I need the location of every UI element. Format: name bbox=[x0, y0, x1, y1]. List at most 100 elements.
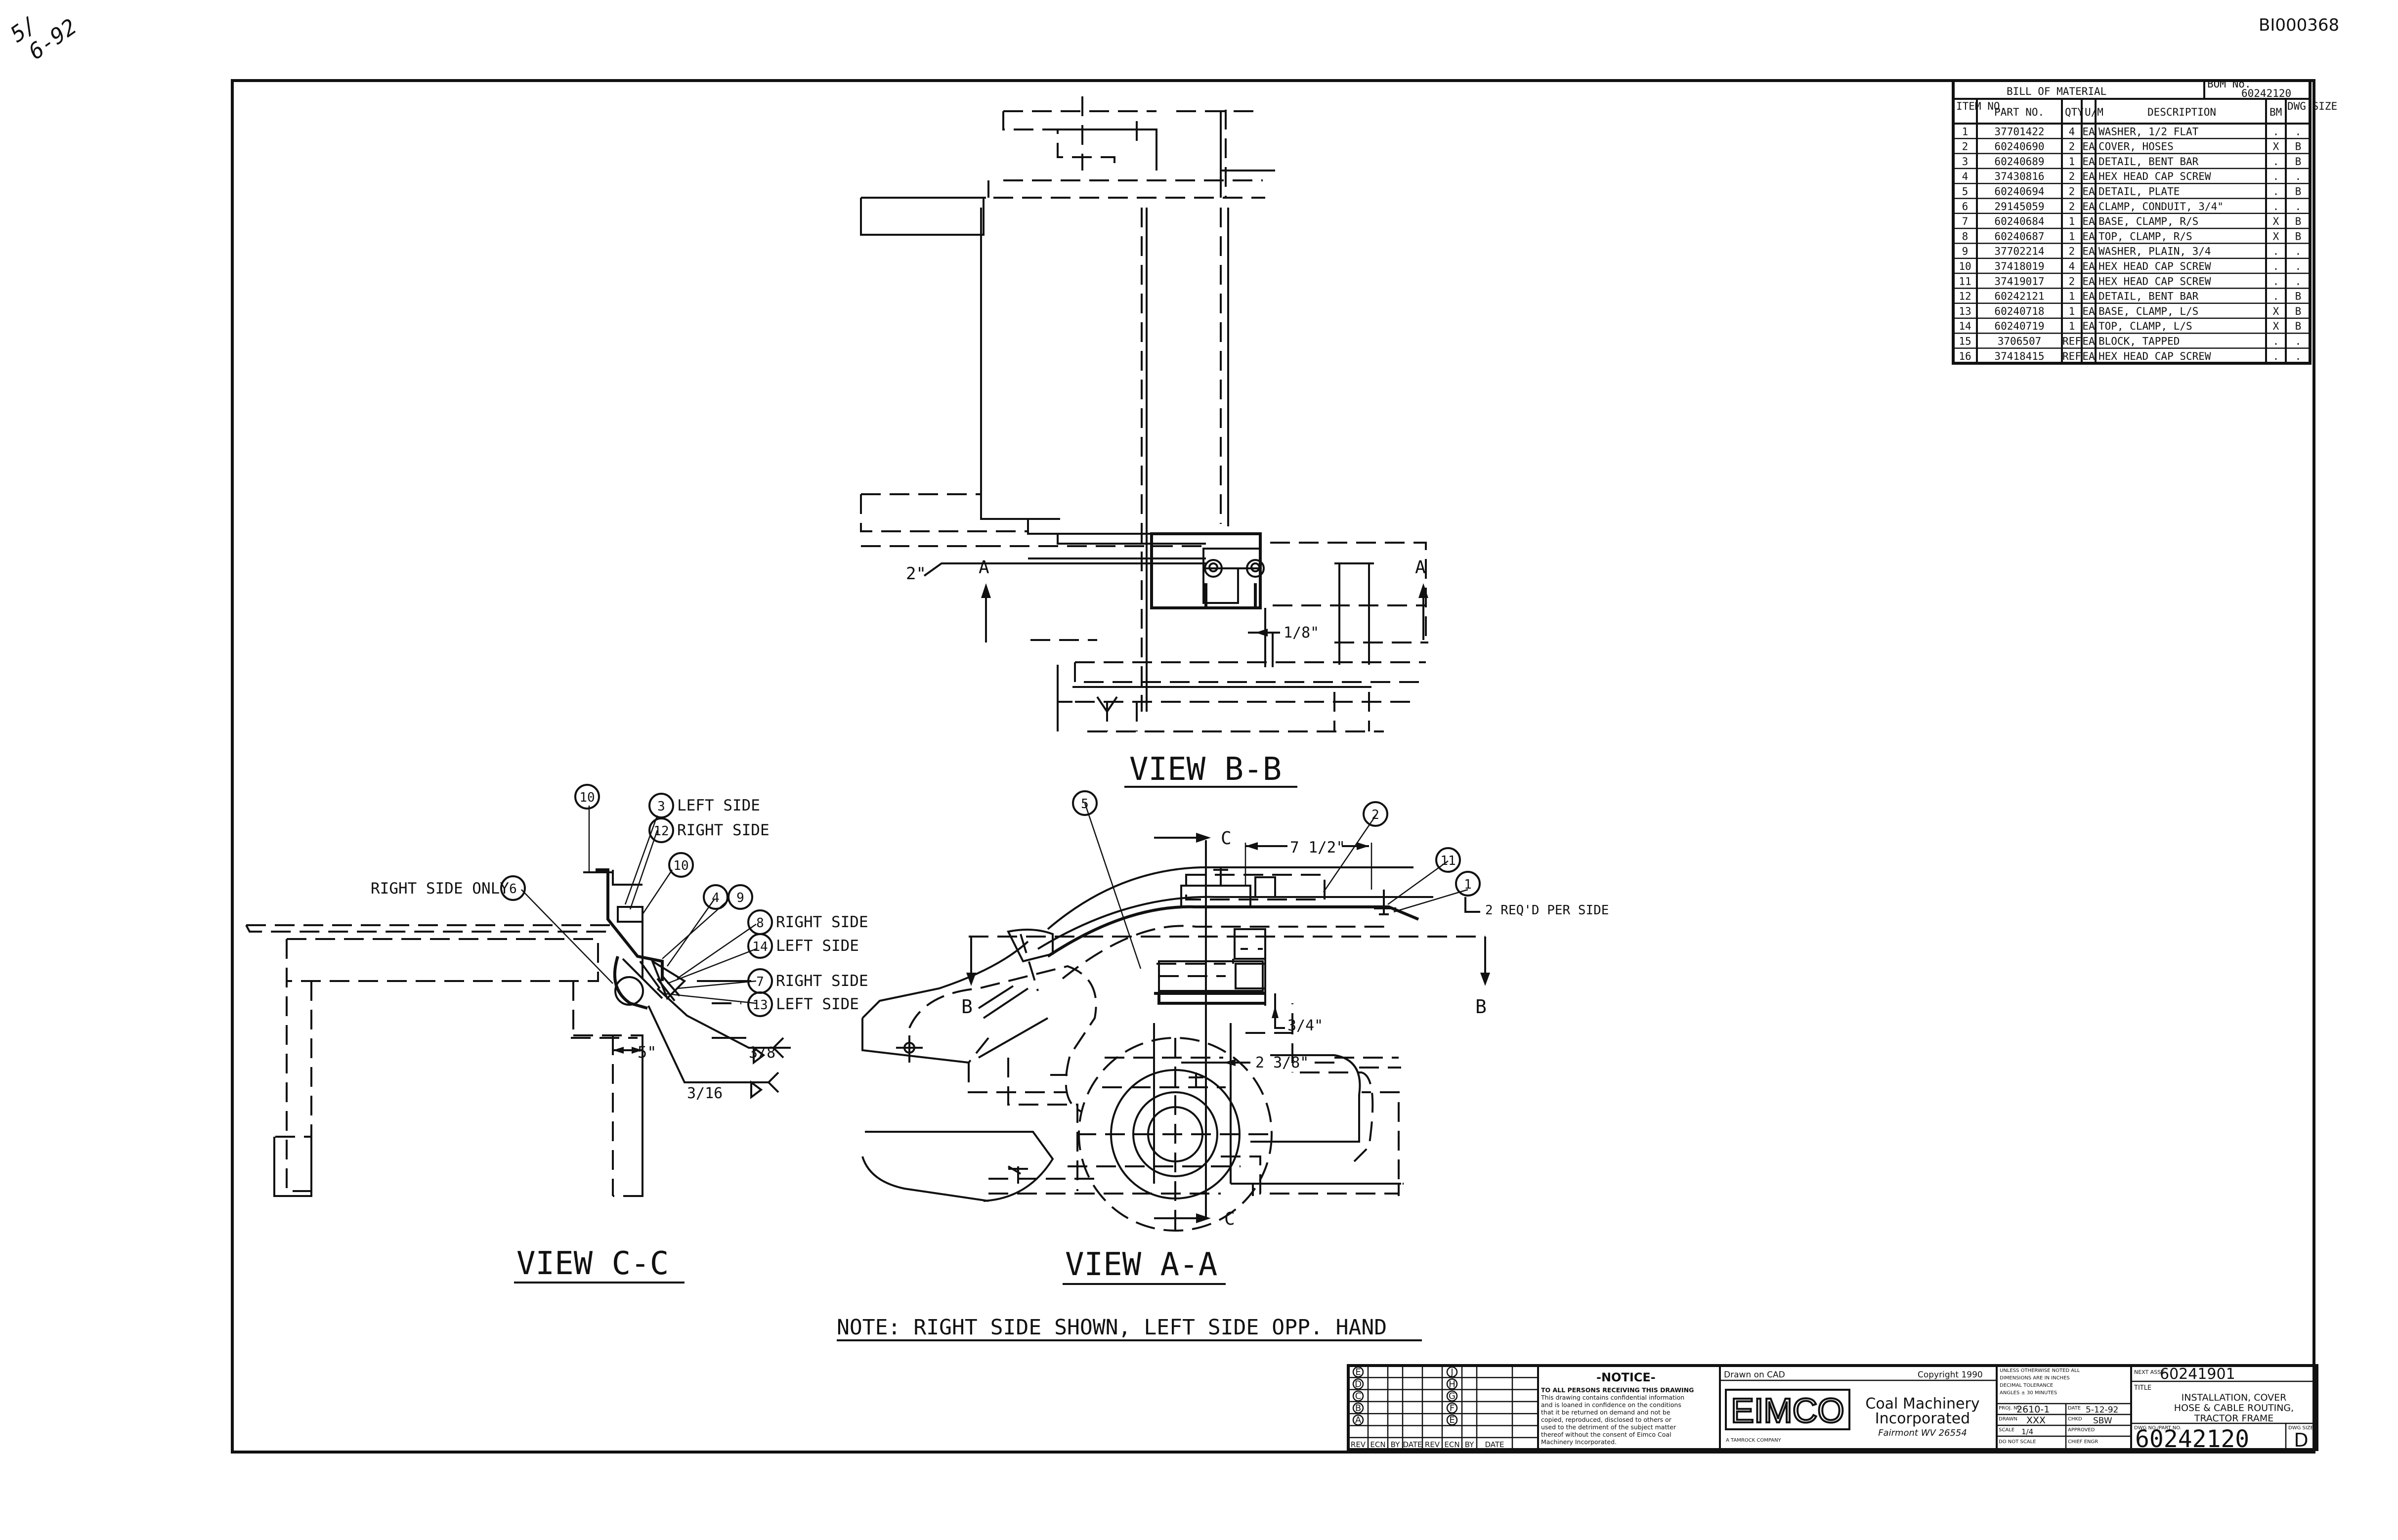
rev-letter: C bbox=[1355, 1391, 1362, 1402]
dwg-no: 60242120 bbox=[2135, 1425, 2249, 1453]
bom-cell: . bbox=[2273, 156, 2279, 168]
title-line-2: HOSE & CABLE ROUTING, bbox=[2174, 1403, 2294, 1413]
balloon-1 bbox=[1455, 871, 1481, 897]
bom-cell: 60240689 bbox=[1994, 156, 2044, 168]
bom-cell: 2 bbox=[2069, 275, 2075, 287]
bom-cell: EA bbox=[2082, 320, 2095, 332]
bom-cell: . bbox=[2295, 275, 2302, 287]
bom-cell: EA bbox=[2082, 215, 2095, 227]
next-assy-label: NEXT ASSY. bbox=[2134, 1369, 2165, 1375]
rev-letter-circle bbox=[1352, 1414, 1364, 1426]
scale: 1/4 bbox=[2021, 1427, 2033, 1436]
bom-cell: 5 bbox=[1962, 186, 1969, 198]
bom-cell: X bbox=[2273, 305, 2279, 317]
dim-2-3-8: 2 3/8" bbox=[1255, 1054, 1309, 1071]
bom-h-bm: BM bbox=[2270, 106, 2282, 118]
callout-14-left-side: LEFT SIDE bbox=[776, 937, 859, 955]
bom-cell: 1 bbox=[2069, 291, 2075, 302]
balloon-11-label: 11 bbox=[1440, 854, 1456, 868]
balloon-10-mid-label: 10 bbox=[673, 858, 688, 873]
next-assy: 60241901 bbox=[2160, 1366, 2235, 1383]
bom-column-dividers bbox=[1976, 99, 2287, 363]
bom-cell: 29145059 bbox=[1994, 201, 2044, 213]
bom-cell: 13 bbox=[1959, 305, 1971, 317]
balloon-12-label: 12 bbox=[653, 824, 669, 839]
bom-cell: 10 bbox=[1959, 260, 1971, 272]
notice-line: TO ALL PERSONS RECEIVING THIS DRAWING bbox=[1541, 1386, 1694, 1394]
bom-cell: 60240718 bbox=[1994, 305, 2044, 317]
bom-cell: COVER, HOSES bbox=[2098, 141, 2174, 153]
callout-right-side-only: RIGHT SIDE ONLY bbox=[371, 880, 509, 898]
bom-cell: DETAIL, BENT BAR bbox=[2098, 156, 2199, 168]
bom-cell: EA bbox=[2082, 141, 2095, 153]
company-city: Fairmont WV 26554 bbox=[1878, 1428, 1967, 1438]
note-2-reqd-per-side: 2 REQ'D PER SIDE bbox=[1485, 903, 1609, 918]
view-aa-title: VIEW A-A bbox=[1065, 1246, 1217, 1283]
scale-label: SCALE bbox=[1999, 1427, 2014, 1433]
tolerance-line: DIMENSIONS ARE IN INCHES bbox=[2000, 1375, 2070, 1381]
rev-letter-circle bbox=[1352, 1366, 1364, 1378]
bom-cell: . bbox=[2273, 126, 2279, 137]
rev-letter-circle bbox=[1352, 1402, 1364, 1414]
balloon-10-mid bbox=[668, 852, 694, 878]
bom-cell: . bbox=[2295, 260, 2302, 272]
bom-cell: EA bbox=[2082, 291, 2095, 302]
balloon-9 bbox=[728, 884, 753, 910]
dim-eighth: 1/8" bbox=[1284, 624, 1319, 642]
bom-cell: TOP, CLAMP, R/S bbox=[2098, 230, 2192, 242]
rev-letter-circle bbox=[1352, 1378, 1364, 1390]
bom-cell: HEX HEAD CAP SCREW bbox=[2098, 350, 2211, 362]
subsidiary: A TAMROCK COMPANY bbox=[1726, 1438, 1782, 1443]
bom-h-part: PART NO. bbox=[1994, 106, 2044, 118]
balloon-13-label: 13 bbox=[752, 998, 768, 1013]
bom-cell: . bbox=[2273, 275, 2279, 287]
bom-cell: EA bbox=[2082, 350, 2095, 362]
bom-h-size: DWG SIZE bbox=[2287, 100, 2337, 112]
notice-lines: TO ALL PERSONS RECEIVING THIS DRAWINGThi… bbox=[1541, 1386, 1694, 1446]
approved-label: APPROVED bbox=[2068, 1427, 2095, 1433]
rev-header: DATE bbox=[1403, 1440, 1422, 1449]
rev-header: ECN bbox=[1370, 1440, 1385, 1449]
balloon-10-top-label: 10 bbox=[579, 790, 595, 805]
bom-cell: . bbox=[2273, 186, 2279, 198]
bom-cell: . bbox=[2273, 336, 2279, 347]
bom-cell: B bbox=[2295, 156, 2302, 168]
bom-cell: EA bbox=[2082, 246, 2095, 257]
bom-cell: EA bbox=[2082, 275, 2095, 287]
rev-header: BY bbox=[1391, 1440, 1400, 1449]
bom-cell: HEX HEAD CAP SCREW bbox=[2098, 171, 2211, 182]
view-bb-title: VIEW B-B bbox=[1129, 751, 1282, 788]
bom-cell: B bbox=[2295, 141, 2302, 153]
proj-label: PROJ. NO. bbox=[1999, 1406, 2022, 1411]
dim-3-4: 3/4" bbox=[1287, 1017, 1323, 1034]
bom-cell: . bbox=[2295, 246, 2302, 257]
section-b-right: B bbox=[1475, 996, 1487, 1018]
bom-cell: . bbox=[2273, 350, 2279, 362]
bom-cell: EA bbox=[2082, 336, 2095, 347]
balloon-9-label: 9 bbox=[736, 891, 744, 905]
bom-cell: REF bbox=[2062, 350, 2081, 362]
section-c-top: C bbox=[1221, 828, 1232, 849]
callout-3-left-side: LEFT SIDE bbox=[677, 797, 760, 814]
drawn-label: DRAWN bbox=[1999, 1416, 2017, 1422]
bom-cell: 2 bbox=[2069, 141, 2075, 153]
balloon-8-label: 8 bbox=[756, 916, 764, 931]
bom-cell: B bbox=[2295, 291, 2302, 302]
bom-cell: EA bbox=[2082, 186, 2095, 198]
bom-cell: . bbox=[2273, 201, 2279, 213]
bom-cell: 3 bbox=[1962, 156, 1969, 168]
title-line-1: INSTALLATION, COVER bbox=[2182, 1392, 2287, 1403]
bom-cell: B bbox=[2295, 305, 2302, 317]
rev-letter-2-circle bbox=[1446, 1366, 1458, 1378]
weld-3-16: 3/16 bbox=[687, 1085, 723, 1102]
corner-handwritten-note: 5/ 6-92 bbox=[6, 12, 82, 65]
bom-cell: 2 bbox=[2069, 171, 2075, 182]
bom-cell: B bbox=[2295, 320, 2302, 332]
bom-cell: 37418415 bbox=[1994, 350, 2044, 362]
bom-cell: DETAIL, PLATE bbox=[2098, 186, 2180, 198]
bom-no-label: BOM No. bbox=[2207, 78, 2251, 90]
bom-cell: . bbox=[2273, 171, 2279, 182]
notice-line: This drawing contains confidential infor… bbox=[1541, 1394, 1684, 1401]
balloon-2 bbox=[1363, 801, 1388, 827]
bom-cell: 15 bbox=[1959, 336, 1971, 347]
